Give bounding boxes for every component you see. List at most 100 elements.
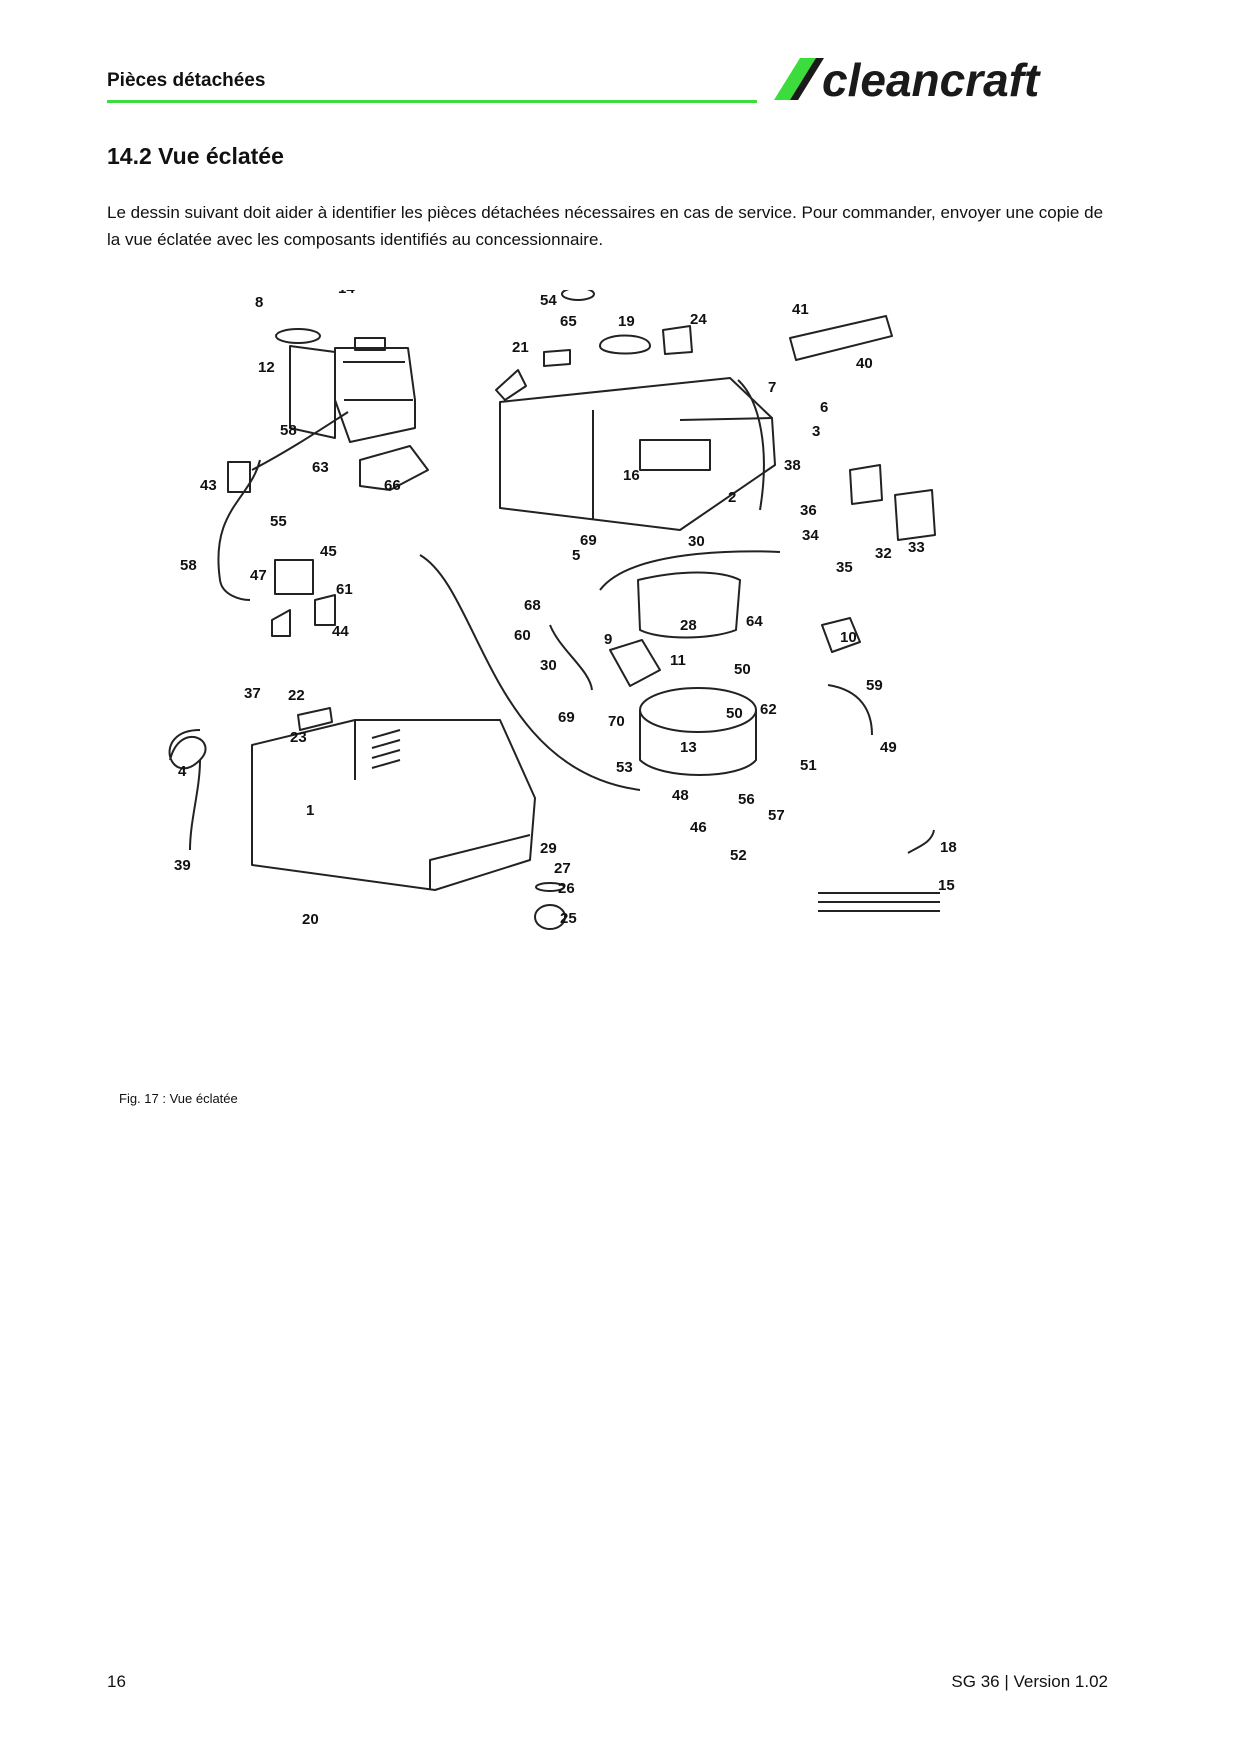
label-30-low: 30 bbox=[540, 657, 557, 674]
part-hose-top bbox=[599, 550, 781, 591]
part-valve bbox=[821, 617, 861, 653]
label-26: 26 bbox=[558, 880, 575, 897]
label-32: 32 bbox=[875, 545, 892, 562]
part-mount-bracket bbox=[359, 445, 429, 491]
label-46: 46 bbox=[690, 819, 707, 836]
part-hose-left bbox=[217, 459, 261, 601]
label-22: 22 bbox=[288, 687, 305, 704]
label-64: 64 bbox=[746, 613, 763, 630]
label-65: 65 bbox=[560, 313, 577, 330]
label-61: 61 bbox=[336, 581, 353, 598]
label-1: 1 bbox=[306, 802, 314, 819]
header-title: Pièces détachées bbox=[107, 70, 266, 91]
label-41: 41 bbox=[792, 301, 809, 318]
part-filter bbox=[227, 461, 251, 493]
part-cable-tie bbox=[907, 829, 935, 854]
part-number-labels: 8 14 12 54 42 65 19 24 21 41 40 7 6 3 38… bbox=[174, 290, 957, 928]
label-48: 48 bbox=[672, 787, 689, 804]
label-3: 3 bbox=[812, 423, 820, 440]
label-34: 34 bbox=[802, 527, 819, 544]
label-54: 54 bbox=[540, 292, 557, 309]
label-25: 25 bbox=[560, 910, 577, 927]
logo-wordmark: cleancraft bbox=[822, 54, 1041, 106]
label-69-top: 69 bbox=[580, 532, 597, 549]
label-8: 8 bbox=[255, 294, 263, 311]
page-number: 16 bbox=[107, 1672, 126, 1691]
part-holder bbox=[662, 325, 693, 355]
label-38: 38 bbox=[784, 457, 801, 474]
logo-mark-dark bbox=[790, 58, 824, 100]
label-66: 66 bbox=[384, 477, 401, 494]
label-58-top: 58 bbox=[280, 422, 297, 439]
part-pump bbox=[609, 639, 661, 687]
label-44: 44 bbox=[332, 623, 349, 640]
label-30-top: 30 bbox=[688, 533, 705, 550]
label-27: 27 bbox=[554, 860, 571, 877]
label-39: 39 bbox=[174, 857, 191, 874]
label-49: 49 bbox=[880, 739, 897, 756]
part-rail bbox=[737, 379, 765, 511]
intro-paragraph: Le dessin suivant doit aider à identifie… bbox=[107, 203, 1104, 249]
label-57: 57 bbox=[768, 807, 785, 824]
figure-caption: Fig. 17 : Vue éclatée bbox=[119, 1091, 238, 1106]
label-21: 21 bbox=[512, 339, 529, 356]
document-version: SG 36 | Version 1.02 bbox=[951, 1672, 1108, 1691]
label-69-low: 69 bbox=[558, 709, 575, 726]
part-gasket bbox=[275, 328, 321, 344]
label-40: 40 bbox=[856, 355, 873, 372]
label-15: 15 bbox=[938, 877, 955, 894]
label-45: 45 bbox=[320, 543, 337, 560]
part-panel bbox=[789, 315, 893, 361]
label-35: 35 bbox=[836, 559, 853, 576]
part-solenoid bbox=[274, 559, 314, 595]
label-43: 43 bbox=[200, 477, 217, 494]
part-cap bbox=[561, 290, 595, 301]
label-19: 19 bbox=[618, 313, 635, 330]
label-23: 23 bbox=[290, 729, 307, 746]
brand-logo: cleancraft bbox=[774, 54, 1041, 106]
label-51: 51 bbox=[800, 757, 817, 774]
label-29: 29 bbox=[540, 840, 557, 857]
label-59: 59 bbox=[866, 677, 883, 694]
label-13: 13 bbox=[680, 739, 697, 756]
label-24: 24 bbox=[690, 311, 707, 328]
label-37: 37 bbox=[244, 685, 261, 702]
label-68: 68 bbox=[524, 597, 541, 614]
label-50-top: 50 bbox=[734, 661, 751, 678]
label-53: 53 bbox=[616, 759, 633, 776]
label-50-low: 50 bbox=[726, 705, 743, 722]
label-55: 55 bbox=[270, 513, 287, 530]
part-cover bbox=[894, 489, 936, 541]
part-housing bbox=[251, 719, 536, 891]
label-16: 16 bbox=[623, 467, 640, 484]
label-70: 70 bbox=[608, 713, 625, 730]
header-rule bbox=[107, 100, 757, 103]
section-title: 14.2 Vue éclatée bbox=[107, 143, 284, 169]
part-tank-lid bbox=[637, 571, 741, 639]
label-5: 5 bbox=[572, 547, 580, 564]
label-52: 52 bbox=[730, 847, 747, 864]
part-wires bbox=[818, 892, 940, 912]
label-47: 47 bbox=[250, 567, 267, 584]
label-63: 63 bbox=[312, 459, 329, 476]
label-6: 6 bbox=[820, 399, 828, 416]
exploded-view-drawing: 8 14 12 54 42 65 19 24 21 41 40 7 6 3 38… bbox=[168, 290, 957, 930]
part-bracket bbox=[289, 345, 336, 439]
label-2: 2 bbox=[728, 489, 736, 506]
part-dome bbox=[599, 334, 651, 355]
label-7: 7 bbox=[768, 379, 776, 396]
label-10: 10 bbox=[840, 629, 857, 646]
label-12: 12 bbox=[258, 359, 275, 376]
label-58-left: 58 bbox=[180, 557, 197, 574]
label-62: 62 bbox=[760, 701, 777, 718]
logo-mark-green bbox=[774, 58, 818, 100]
label-20: 20 bbox=[302, 911, 319, 928]
label-4: 4 bbox=[178, 763, 187, 780]
part-spring bbox=[297, 707, 333, 731]
label-9: 9 bbox=[604, 631, 612, 648]
part-foot bbox=[534, 904, 566, 930]
part-boiler bbox=[639, 710, 757, 776]
label-18: 18 bbox=[940, 839, 957, 856]
label-36: 36 bbox=[800, 502, 817, 519]
label-28: 28 bbox=[680, 617, 697, 634]
